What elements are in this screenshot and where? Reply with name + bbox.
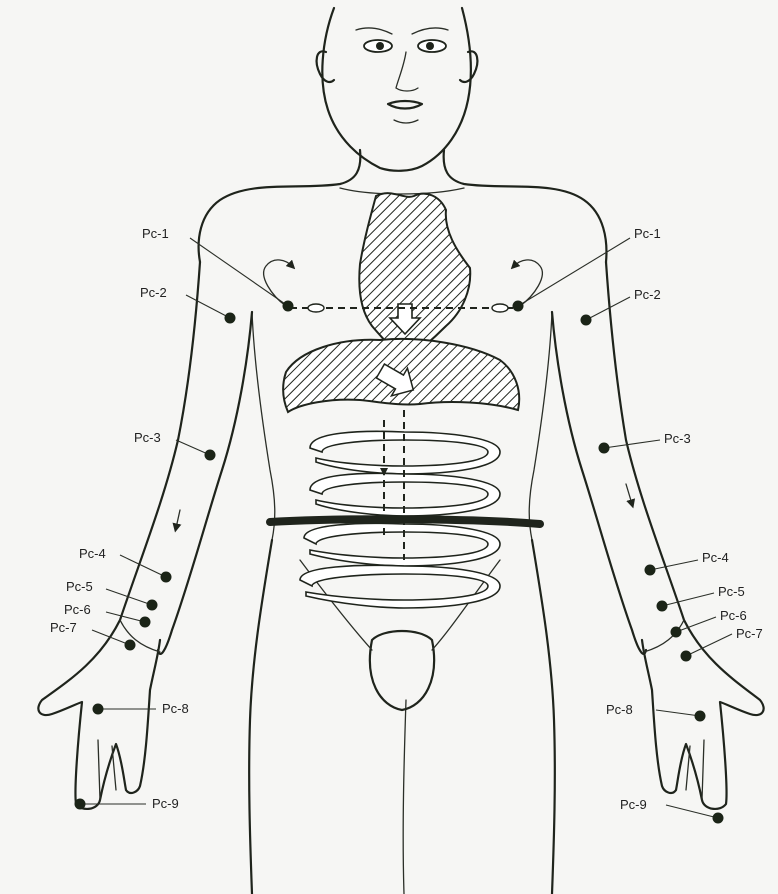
label-pc9-left: Pc-9 [152,796,179,811]
label-pc1-left: Pc-1 [142,226,169,241]
heart-illustration [359,193,470,362]
label-pc8-left: Pc-8 [162,701,189,716]
label-pc7-left: Pc-7 [50,620,77,635]
points-right: Pc-1 Pc-2 Pc-3 Pc-4 Pc-5 Pc-6 Pc-7 Pc-8 … [513,226,763,824]
acupoint-pc5-left [147,600,158,611]
arm-left [38,262,252,809]
acupoint-pc4-left [161,572,172,583]
acupoint-pc8-right [695,711,706,722]
points-left: Pc-1 Pc-2 Pc-3 Pc-4 Pc-5 Pc-6 Pc-7 Pc-8 … [50,226,294,811]
label-pc7-right: Pc-7 [736,626,763,641]
label-pc5-left: Pc-5 [66,579,93,594]
diaphragm-illustration [283,339,519,412]
label-pc3-right: Pc-3 [664,431,691,446]
acupoint-pc1-left [283,301,294,312]
acupoint-pc1-right [513,301,524,312]
acupoint-pc9-right [713,813,724,824]
label-pc4-left: Pc-4 [79,546,106,561]
acupoint-pc3-right [599,443,610,454]
acupoint-pc6-right [671,627,682,638]
abdominal-spirals [300,410,500,608]
acupoint-pc8-left [93,704,104,715]
label-pc6-right: Pc-6 [720,608,747,623]
arm-right [552,262,764,809]
label-pc8-right: Pc-8 [606,702,633,717]
label-pc2-left: Pc-2 [140,285,167,300]
acupoint-pc6-left [140,617,151,628]
acupoint-pc9-left [75,799,86,810]
acupoint-pc2-right [581,315,592,326]
label-pc5-right: Pc-5 [718,584,745,599]
acupoint-pc2-left [225,313,236,324]
head [317,8,478,171]
label-pc3-left: Pc-3 [134,430,161,445]
acupoint-pc3-left [205,450,216,461]
acupoint-pc5-right [657,601,668,612]
label-pc9-right: Pc-9 [620,797,647,812]
label-pc2-right: Pc-2 [634,287,661,302]
label-pc6-left: Pc-6 [64,602,91,617]
acupoint-pc4-right [645,565,656,576]
label-pc4-right: Pc-4 [702,550,729,565]
label-pc1-right: Pc-1 [634,226,661,241]
acupoint-pc7-left [125,640,136,651]
acupoint-pc7-right [681,651,692,662]
